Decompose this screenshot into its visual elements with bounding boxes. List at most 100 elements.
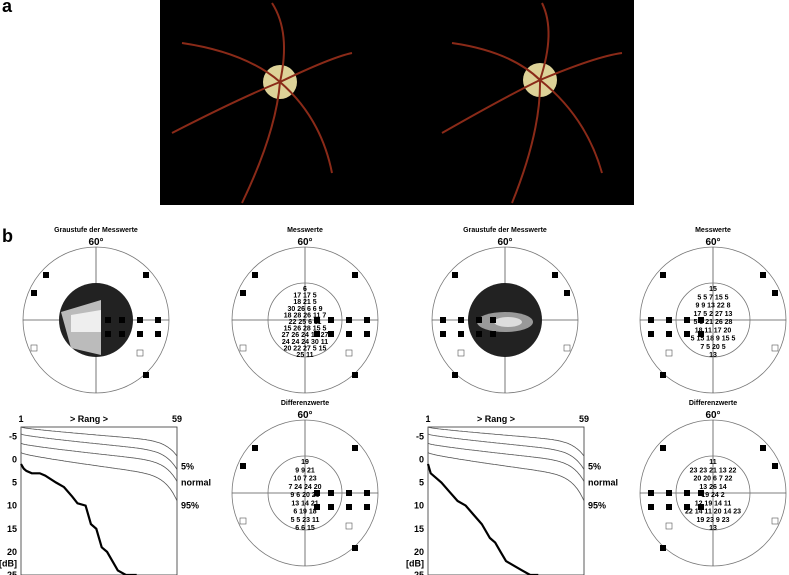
x-end-label: 59 xyxy=(172,414,182,424)
defect-square-marker xyxy=(352,545,358,551)
y-tick-label: 0 xyxy=(12,454,17,464)
field-angle-label: 60° xyxy=(705,237,720,248)
defect-square-marker xyxy=(698,331,704,337)
blood-vessel xyxy=(181,42,281,83)
open-square-marker xyxy=(239,344,247,352)
blood-vessel xyxy=(539,79,603,174)
defect-square-marker xyxy=(666,504,672,510)
y-tick-label: 10 xyxy=(414,501,424,511)
defect-square-marker xyxy=(137,331,143,337)
y-axis-label: [dB] xyxy=(406,558,424,568)
field-value-row: 15 26 28 15 5 xyxy=(284,326,327,333)
defect-square-marker xyxy=(564,290,570,296)
field-value-row: 7 5 20 5 xyxy=(700,344,725,351)
defect-square-marker xyxy=(314,490,320,496)
y-tick-label: 10 xyxy=(7,501,17,511)
y-axis-label: [dB] xyxy=(0,558,17,568)
defect-square-marker xyxy=(772,290,778,296)
inner-circle xyxy=(675,282,751,358)
defect-square-marker xyxy=(364,504,370,510)
defect-square-marker xyxy=(698,490,704,496)
defect-square-marker xyxy=(31,290,37,296)
defect-square-marker xyxy=(666,331,672,337)
defect-square-marker xyxy=(364,331,370,337)
defect-square-marker xyxy=(240,463,246,469)
defect-square-marker xyxy=(119,331,125,337)
field-value-row: 5 5 21 26 28 xyxy=(694,319,733,326)
defect-square-marker xyxy=(143,372,149,378)
defect-square-marker xyxy=(458,331,464,337)
field-value-row: 30 26 6 6 9 xyxy=(287,306,322,313)
defect-square-marker xyxy=(476,331,482,337)
open-square-marker xyxy=(563,344,571,352)
defect-square-marker xyxy=(684,317,690,323)
patient-curve xyxy=(20,463,137,575)
patient-curve xyxy=(426,463,539,575)
gray-region xyxy=(71,310,101,332)
visual-field-plot xyxy=(231,246,379,394)
defect-square-marker xyxy=(440,331,446,337)
x-end-label: 59 xyxy=(579,414,589,424)
field-title: Differenzwerte xyxy=(281,400,329,407)
y-tick-label: -5 xyxy=(9,431,17,441)
field-value-row: 20 20 6 7 22 xyxy=(694,476,733,483)
defect-square-marker xyxy=(684,490,690,496)
field-value-row: 6 xyxy=(303,286,307,293)
field-angle-label: 60° xyxy=(88,237,103,248)
curve-label-normal: normal xyxy=(181,478,211,488)
defect-square-marker xyxy=(760,272,766,278)
open-square-marker xyxy=(771,344,779,352)
defect-square-marker xyxy=(458,317,464,323)
defect-square-marker xyxy=(346,490,352,496)
open-square-marker xyxy=(136,349,144,357)
chart-title: > Rang > xyxy=(477,414,515,424)
chart-title: > Rang > xyxy=(70,414,108,424)
field-value-row: 19 24 2 xyxy=(701,492,724,499)
defect-square-marker xyxy=(314,331,320,337)
defect-square-marker xyxy=(105,331,111,337)
blood-vessel xyxy=(451,42,541,81)
blood-vessel xyxy=(441,79,541,134)
field-value-row: 13 xyxy=(709,352,717,359)
notch-marker xyxy=(616,1,634,19)
field-value-row: 22 14 11 20 14 23 xyxy=(685,509,741,516)
curve-label-5pct: 5% xyxy=(181,461,194,471)
field-angle-label: 60° xyxy=(705,410,720,421)
defect-square-marker xyxy=(119,317,125,323)
field-value-row: 25 11 xyxy=(296,352,313,359)
defect-square-marker xyxy=(660,272,666,278)
y-tick-label: 20 xyxy=(414,547,424,557)
blood-vessel xyxy=(539,2,550,81)
defect-square-marker xyxy=(252,445,258,451)
gray-region xyxy=(494,317,522,327)
defect-square-marker xyxy=(666,490,672,496)
defect-square-marker xyxy=(314,504,320,510)
field-title: Graustufe der Messwerte xyxy=(463,227,547,234)
defect-square-marker xyxy=(105,317,111,323)
inner-circle xyxy=(267,455,343,531)
defect-square-marker xyxy=(143,272,149,278)
percentile-curve xyxy=(427,442,585,482)
field-value-row: 5 15 18 9 15 5 xyxy=(691,336,736,343)
defect-square-marker xyxy=(328,317,334,323)
field-value-row: 6 19 18 xyxy=(293,509,316,516)
defect-square-marker xyxy=(328,331,334,337)
defect-square-marker xyxy=(698,317,704,323)
defect-square-marker xyxy=(155,331,161,337)
defect-square-marker xyxy=(760,445,766,451)
y-tick-label: 25 xyxy=(7,570,17,575)
field-angle-label: 60° xyxy=(497,237,512,248)
field-value-row: 5 5 23 11 xyxy=(291,517,320,524)
y-tick-label: 15 xyxy=(414,524,424,534)
y-tick-label: 5 xyxy=(419,478,424,488)
fundus-photo-left xyxy=(161,2,363,204)
defect-square-marker xyxy=(772,463,778,469)
field-value-row: 5 5 7 15 5 xyxy=(697,294,728,301)
curve-label-5pct: 5% xyxy=(588,461,601,471)
curve-label-95pct: 95% xyxy=(181,501,199,511)
y-tick-label: -5 xyxy=(416,431,424,441)
open-square-marker xyxy=(665,522,673,530)
field-value-row: 13 26 14 xyxy=(699,484,726,491)
field-value-row: 11 xyxy=(709,459,717,466)
x-start-label: 1 xyxy=(18,414,23,424)
